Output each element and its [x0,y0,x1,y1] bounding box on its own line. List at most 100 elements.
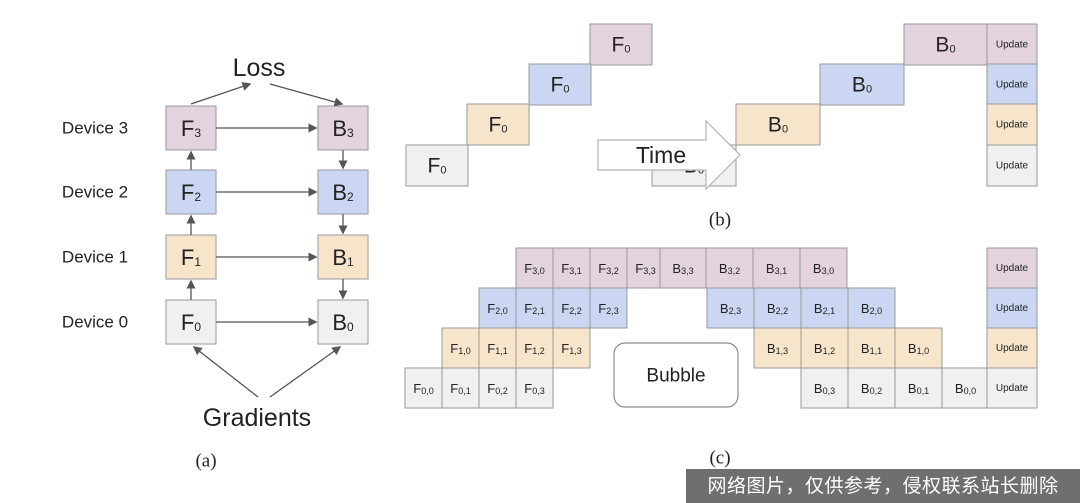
c-backward-1-3-main: B [767,341,776,356]
b-backward-device-3-main: B [935,33,949,56]
forward-device-2: F2 [165,169,217,215]
b-update-device-3: Update [986,23,1038,66]
forward-device-1-sub: 1 [194,255,201,269]
c-forward-2-0-sub: 2,0 [495,306,508,316]
c-forward-3-1-sub: 3,1 [569,266,582,276]
c-backward-1-3-sub: 1,3 [776,346,789,356]
forward-device-2-sub: 2 [194,190,201,204]
forward-device-3: F3 [165,105,217,151]
forward-device-2-main: F [181,180,194,205]
c-backward-0-2-sub: 0,2 [870,386,883,396]
b-forward-device-3-bg [589,23,653,66]
backward-device-0-main: B [332,310,347,335]
bubble-box [613,342,739,408]
backward-device-0: B0 [317,299,369,345]
c-forward-1-1-sub: 1,1 [495,346,508,356]
b-update-device-3-text: Update [996,39,1029,50]
c-backward-2-1-bg [800,287,849,329]
backward-device-3-main: B [332,116,347,141]
c-backward-0-2-text: B0,2 [861,381,882,397]
arrow-gradients-to-backward [269,346,342,398]
b-update-device-2-text: Update [996,79,1029,90]
c-backward-2-1-text: B2,1 [814,301,835,317]
panel-b: F0F0F0F0B0B0B0B0UpdateUpdateUpdateUpdate… [405,23,1038,231]
c-forward-0-0-main: F [413,381,421,396]
b-update-device-0-bg [986,144,1038,187]
c-backward-0-0: B0,0 [941,367,990,409]
b-backward-device-1-bg [735,103,821,146]
c-update-device-2-bg [986,287,1038,329]
forward-device-3-main: F [181,116,194,141]
c-update-device-2-text: Update [996,303,1029,314]
c-forward-1-1: F1,1 [478,327,517,369]
c-backward-2-0-main: B [861,301,870,316]
b-forward-device-1-main: F [489,113,502,136]
c-forward-0-1-main: F [450,381,458,396]
b-update-device-0-main: Update [996,160,1029,171]
b-forward-device-3-sub: 0 [624,44,630,56]
forward-device-1-text: F1 [181,245,201,270]
c-forward-3-2-main: F [598,261,606,276]
c-backward-2-2-text: B2,2 [767,301,788,317]
c-backward-1-0-text: B1,0 [908,341,929,357]
b-forward-device-0: F0 [405,144,469,187]
c-update-device-3-main: Update [996,263,1029,274]
device-1-label: Device 1 [62,248,128,267]
gradients-label: Gradients [203,404,311,432]
forward-device-2-text: F2 [181,180,201,205]
c-forward-3-0: F3,0 [515,247,554,289]
c-backward-2-2-main: B [767,301,776,316]
b-backward-device-1-sub: 0 [782,124,788,136]
c-forward-0-0-text: F0,0 [413,381,433,397]
c-backward-2-3-bg [706,287,755,329]
c-forward-3-0-sub: 3,0 [532,266,545,276]
arrow-to-loss [190,82,252,105]
c-backward-3-2-main: B [719,261,728,276]
c-backward-1-0-bg [894,327,943,369]
c-backward-1-3: B1,3 [753,327,802,369]
b-backward-device-1-main: B [768,113,782,136]
b-update-device-2-bg [986,63,1038,106]
c-forward-2-3-sub: 2,3 [606,306,619,316]
c-backward-0-1: B0,1 [894,367,943,409]
c-forward-1-3-main: F [561,341,569,356]
c-backward-0-3-bg [800,367,849,409]
c-forward-1-2-text: F1,2 [524,341,544,357]
c-forward-3-0-bg [515,247,554,289]
c-backward-3-3-bg [659,247,707,289]
c-backward-0-0-sub: 0,0 [964,386,977,396]
c-forward-0-1-sub: 0,1 [458,386,471,396]
c-update-device-3-text: Update [996,263,1029,274]
c-backward-1-0: B1,0 [894,327,943,369]
b-forward-device-1: F0 [466,103,530,146]
c-backward-3-1-sub: 3,1 [775,266,788,276]
b-update-device-0-text: Update [996,160,1029,171]
c-forward-3-3-main: F [635,261,643,276]
c-backward-1-1-sub: 1,1 [870,346,883,356]
b-backward-device-3-sub: 0 [949,44,955,56]
c-update-device-2: Update [986,287,1038,329]
backward-device-0-sub: 0 [347,320,354,334]
b-update-device-3-main: Update [996,39,1029,50]
c-backward-0-2-bg [847,367,896,409]
c-update-device-0-bg [986,367,1038,409]
c-forward-0-2-main: F [487,381,495,396]
c-forward-2-0-text: F2,0 [487,301,507,317]
c-forward-3-1-text: F3,1 [561,261,581,277]
b-backward-device-1-text: B0 [768,113,788,136]
forward-device-0-main: F [181,310,194,335]
c-forward-2-3-main: F [598,301,606,316]
c-forward-0-2-text: F0,2 [487,381,507,397]
c-backward-2-2: B2,2 [753,287,802,329]
c-forward-2-0: F2,0 [478,287,517,329]
c-backward-1-0-sub: 1,0 [917,346,930,356]
c-backward-2-2-bg [753,287,802,329]
c-forward-1-2: F1,2 [515,327,554,369]
b-forward-device-3: F0 [589,23,653,66]
c-forward-2-3-bg [589,287,628,329]
c-forward-0-1: F0,1 [441,367,480,409]
b-forward-device-2-text: F0 [551,73,570,96]
backward-device-2-bg [317,169,369,215]
c-backward-1-1-main: B [861,341,870,356]
